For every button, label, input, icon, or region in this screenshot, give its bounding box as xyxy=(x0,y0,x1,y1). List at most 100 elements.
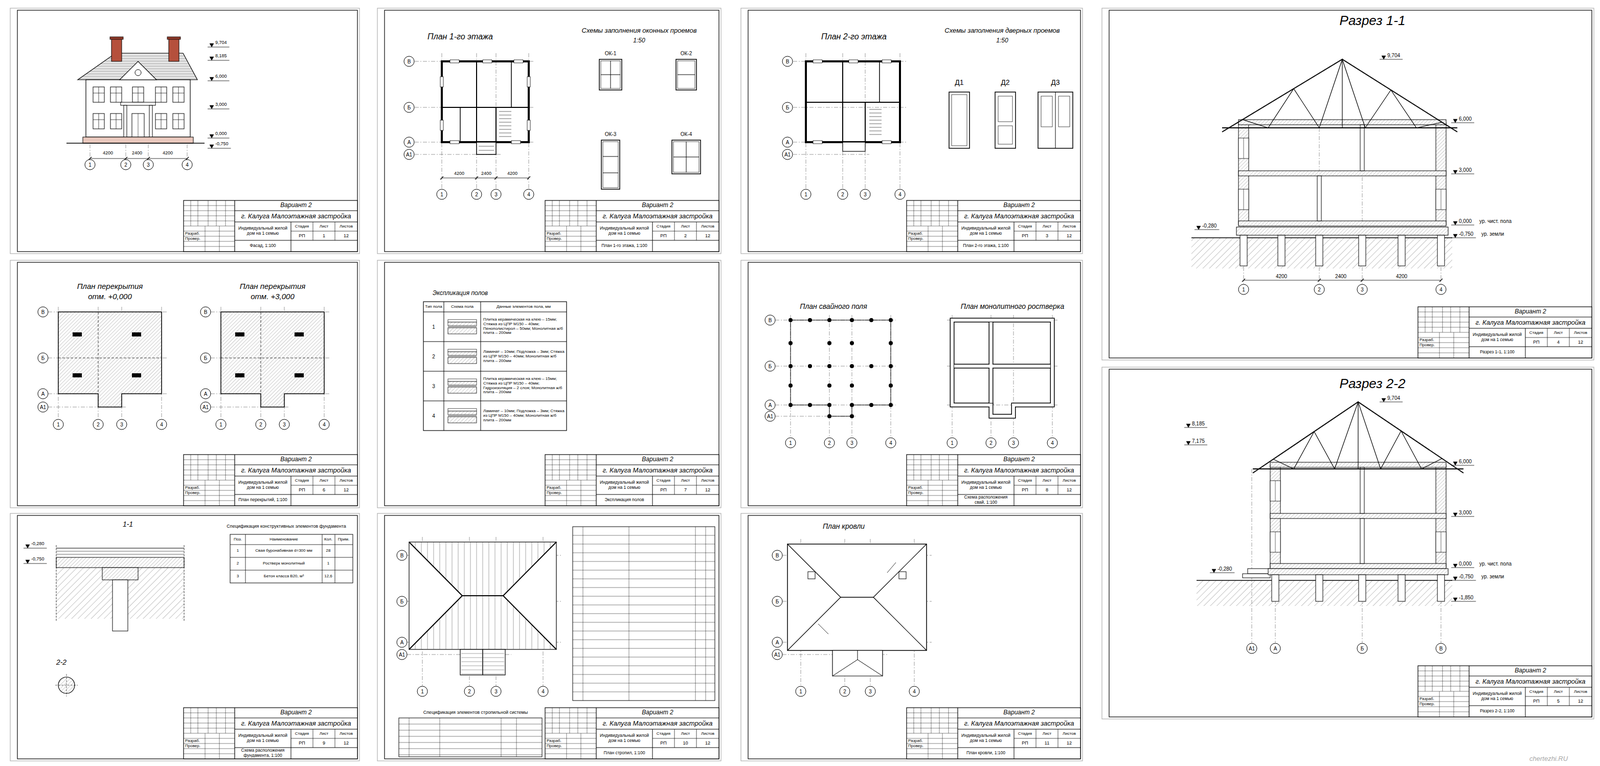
drawing-line xyxy=(1357,401,1359,469)
drawing-line xyxy=(495,107,497,143)
axis-label: А xyxy=(768,402,773,409)
sheet-number: 1 xyxy=(312,231,335,241)
drawing-line xyxy=(1417,322,1470,323)
drawing-line xyxy=(869,134,882,135)
drawing-line xyxy=(501,717,502,757)
drawing-text: Кол. xyxy=(323,537,333,543)
drawing-line xyxy=(1451,465,1475,466)
checker-label: Провер. xyxy=(546,236,567,242)
drawing-line xyxy=(66,142,205,144)
drawing-rect xyxy=(172,113,185,129)
drawing-line xyxy=(499,122,512,123)
drawing-shape xyxy=(209,134,214,139)
drawing-line xyxy=(596,747,719,749)
drawing-line xyxy=(433,624,435,650)
drawing-line xyxy=(928,480,929,506)
drawing-line xyxy=(906,495,958,497)
drawing-line xyxy=(1450,306,1452,333)
drawing-circle xyxy=(782,137,793,148)
drawing-line xyxy=(1417,675,1470,677)
drawing-line xyxy=(952,364,1053,369)
drawing-circle xyxy=(255,419,266,430)
drawing-circle xyxy=(849,364,854,369)
drawing-line xyxy=(1451,224,1475,226)
axis-label: 3 xyxy=(146,162,151,168)
drawing-line xyxy=(172,119,185,121)
drawing-line xyxy=(696,476,697,495)
drawing-circle xyxy=(888,341,893,346)
drawing-rect xyxy=(1196,580,1453,606)
drawing-line xyxy=(1035,221,1037,241)
drawing-line xyxy=(464,595,465,650)
drawing-line xyxy=(674,221,675,241)
drawing-text: 3 xyxy=(431,383,436,390)
drawing-line xyxy=(1379,401,1403,403)
drawing-line xyxy=(290,485,358,486)
drawing-line xyxy=(906,246,958,247)
watermark: chertezhi.RU xyxy=(1528,755,1569,763)
drawing-line xyxy=(1275,480,1276,502)
elevation-note: ур. чист. пола xyxy=(1478,218,1513,224)
drawing-line xyxy=(183,205,235,207)
drawing-line xyxy=(452,605,453,650)
developer-label: Разраб. xyxy=(908,485,928,491)
drawing-shape xyxy=(25,544,30,549)
drawing-rect xyxy=(10,513,360,761)
drawing-rect xyxy=(377,513,721,761)
drawing-rect xyxy=(423,301,567,431)
sheets-total: 12 xyxy=(1057,485,1081,495)
drawing-line xyxy=(652,738,719,739)
drawing-line xyxy=(1057,221,1059,241)
drawing-circle xyxy=(772,649,783,660)
drawing-line xyxy=(216,454,217,481)
drawing-line xyxy=(1417,670,1470,672)
drawing-line xyxy=(1432,306,1433,333)
drawing-line xyxy=(89,144,91,160)
drawing-line xyxy=(478,150,494,151)
drawing-shape xyxy=(209,77,214,81)
stage-header: Стадия xyxy=(290,221,313,232)
elevation-mark: 8,185 xyxy=(214,53,228,59)
drawing-circle xyxy=(849,318,854,323)
sheets-header: Листов xyxy=(696,221,719,232)
drawing-line xyxy=(334,476,336,495)
axis-label: А1 xyxy=(201,404,210,411)
drawing-line xyxy=(116,86,117,103)
drawing-circle xyxy=(785,437,796,448)
drawing-rect xyxy=(155,86,167,103)
drawing-circle xyxy=(471,189,482,200)
drawing-rect xyxy=(511,140,521,144)
drawing-line xyxy=(1453,332,1455,358)
elevation-note: ур. земли xyxy=(1480,573,1505,580)
sheet-heading: План перекрытия xyxy=(76,282,144,291)
drawing-line xyxy=(906,464,958,466)
drawing-line xyxy=(190,200,192,227)
drawing-rect xyxy=(1109,10,1592,358)
drawing-circle xyxy=(1357,643,1368,654)
drawing-circle xyxy=(84,159,96,170)
drawing-line xyxy=(572,578,715,580)
drawing-circle xyxy=(827,414,832,419)
drawing-rect xyxy=(1360,467,1365,514)
drawing-rect xyxy=(1317,175,1322,221)
drawing-line xyxy=(906,459,958,461)
drawing-rect xyxy=(183,707,358,759)
drawing-rect xyxy=(167,36,181,40)
drawing-text: Бетон класса В20, м³ xyxy=(263,574,305,579)
drawing-text: 4200 xyxy=(1395,273,1408,280)
elevation-mark: 7,175 xyxy=(1191,438,1206,444)
drawing-line xyxy=(207,80,230,82)
sheets-header: Листов xyxy=(696,476,719,486)
drawing-line xyxy=(572,596,715,597)
drawing-rect xyxy=(447,322,477,326)
axis-label: 3 xyxy=(1360,286,1365,293)
elevation-mark: -0,750 xyxy=(214,141,230,147)
project-title: г. Калуга Малоэтажная застройка xyxy=(957,717,1081,730)
drawing-line xyxy=(674,476,675,495)
drawing-line xyxy=(503,595,557,650)
drawing-line xyxy=(1442,665,1444,692)
drawing-line xyxy=(545,495,597,497)
drawing-rect xyxy=(172,86,185,103)
drawing-circle xyxy=(888,364,893,369)
drawing-text: 4200 xyxy=(162,150,174,156)
